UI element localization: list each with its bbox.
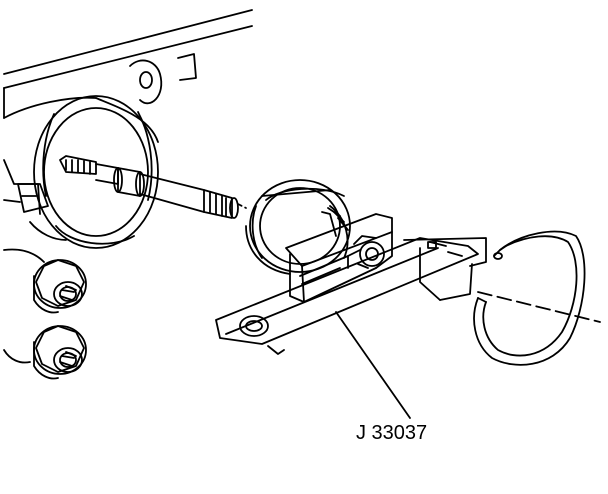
nut-upper xyxy=(33,259,87,314)
seal-assembly xyxy=(245,179,351,275)
nut-lower xyxy=(33,325,87,380)
alignment-dashed-line xyxy=(477,291,601,323)
installer-tool-j33037 xyxy=(215,213,487,355)
transmission-case xyxy=(3,9,253,364)
callout-leader-line xyxy=(335,311,411,419)
input-shaft xyxy=(59,155,247,219)
housing-bore xyxy=(17,95,159,249)
tool-callout-label: J 33037 xyxy=(356,422,428,444)
snap-ring xyxy=(473,230,586,366)
